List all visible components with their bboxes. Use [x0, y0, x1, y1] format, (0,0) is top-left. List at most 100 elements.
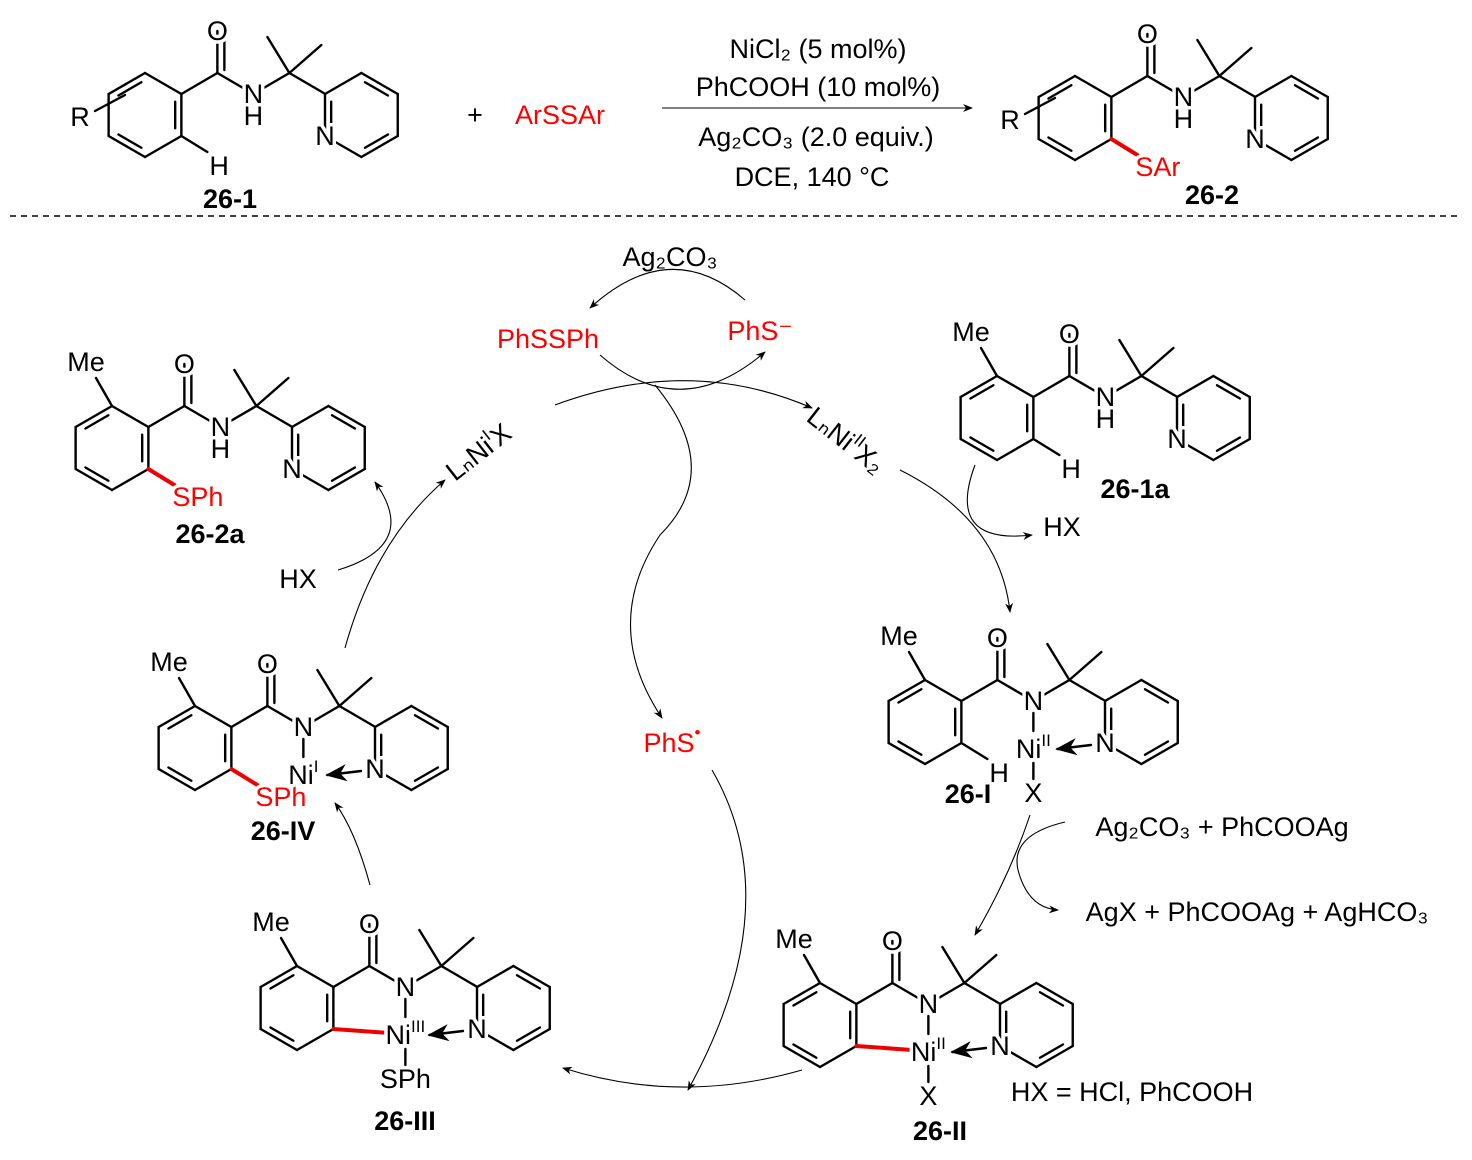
bond: [117, 81, 143, 97]
amide-hydrogen-label: H: [211, 434, 231, 464]
bond: [927, 981, 966, 1006]
bond: [233, 368, 258, 408]
bond: [963, 953, 998, 985]
bond: [1035, 1044, 1074, 1069]
plus-sign: +: [467, 100, 483, 130]
bond: [950, 1041, 988, 1059]
bond: [183, 404, 222, 429]
bond: [413, 714, 440, 730]
carbonyl-oxygen-label: O: [174, 349, 195, 379]
bond: [84, 466, 110, 482]
bond: [1212, 437, 1251, 462]
bond: [167, 766, 193, 782]
bond: [110, 404, 150, 429]
bond: [979, 346, 999, 378]
bond: [1175, 437, 1215, 462]
bond: [229, 767, 260, 787]
bond: [427, 1024, 465, 1042]
bond: [475, 964, 515, 989]
bond: [74, 404, 114, 429]
bond: [923, 678, 963, 703]
bond: [418, 928, 443, 968]
bond: [143, 71, 183, 96]
hx-definition: HX = HCl, PhCOOH: [1011, 1077, 1253, 1107]
nickel-center-label: NiII: [911, 1034, 946, 1067]
bond: [959, 374, 999, 399]
bond: [897, 688, 923, 704]
bond: [330, 414, 357, 430]
bond: [316, 668, 341, 708]
bond: [998, 1044, 1038, 1069]
compound-label: 26-IV: [251, 816, 316, 846]
bond: [290, 404, 330, 429]
amide-nitrogen-label: N: [1024, 686, 1044, 716]
bond: [1047, 136, 1073, 152]
bond: [1293, 84, 1320, 100]
carbonyl-oxygen-label: O: [207, 16, 228, 46]
bond: [1103, 678, 1143, 703]
carbonyl-oxygen-label: O: [1137, 19, 1158, 49]
compound-label: 26-II: [913, 1116, 967, 1146]
bond: [907, 650, 927, 682]
bond: [230, 704, 269, 729]
ag2co3-label: Ag₂CO₃: [622, 242, 717, 272]
bond: [854, 1044, 915, 1052]
bond: [323, 134, 363, 159]
bond: [373, 767, 413, 792]
condition-oxidant: Ag₂CO₃ (2.0 equiv.): [698, 122, 934, 152]
bond: [295, 964, 335, 989]
bond: [288, 71, 327, 96]
bond: [969, 384, 995, 400]
bond: [363, 81, 390, 97]
bond: [1218, 74, 1257, 99]
bond: [1047, 84, 1073, 100]
amide-hydrogen-label: H: [244, 101, 264, 131]
bond: [1035, 981, 1074, 1006]
bond: [959, 437, 999, 462]
bond: [792, 1043, 818, 1059]
pyridine-nitrogen-label: N: [1167, 424, 1187, 454]
ni1-species-label: LₙNiIX: [438, 415, 517, 487]
bond: [269, 1026, 295, 1042]
bond: [93, 93, 127, 113]
ortho-substituent-label: H: [1061, 454, 1081, 484]
bond: [1046, 642, 1071, 682]
bond: [279, 936, 299, 968]
bond: [110, 467, 150, 492]
phssph-label: PhSSPh: [497, 324, 599, 354]
bond: [512, 964, 551, 989]
bond: [338, 676, 373, 708]
nickel-center-label: NiII: [1016, 731, 1051, 764]
methyl-label: Me: [67, 347, 105, 377]
bond: [995, 437, 1035, 462]
bond: [410, 767, 449, 792]
bond: [887, 678, 927, 703]
arrow-phs-radical-to-26-III: [687, 769, 747, 1091]
bond: [288, 43, 323, 75]
bond: [143, 134, 183, 159]
bond: [74, 467, 114, 492]
bond: [331, 1027, 392, 1035]
r-group-label: R: [70, 102, 90, 132]
bond: [1196, 38, 1221, 78]
amide-hydrogen-label: H: [1174, 104, 1194, 134]
bond: [1068, 374, 1107, 399]
bond: [512, 1027, 551, 1052]
bond: [323, 71, 363, 96]
condition-solvent-temp: DCE, 140 °C: [735, 162, 890, 192]
bond: [475, 1027, 515, 1052]
bond: [216, 71, 255, 96]
amide-nitrogen-label: N: [1096, 382, 1116, 412]
bond: [891, 981, 930, 1006]
ni2-species-label: LₙNiIIX₂: [801, 399, 892, 480]
bond: [1290, 74, 1329, 99]
bond: [1109, 137, 1140, 157]
bond: [157, 767, 197, 792]
bond: [782, 981, 822, 1006]
phs-anion-label: PhS⁻: [727, 316, 792, 346]
phs-radical-label: PhS•: [644, 723, 701, 758]
